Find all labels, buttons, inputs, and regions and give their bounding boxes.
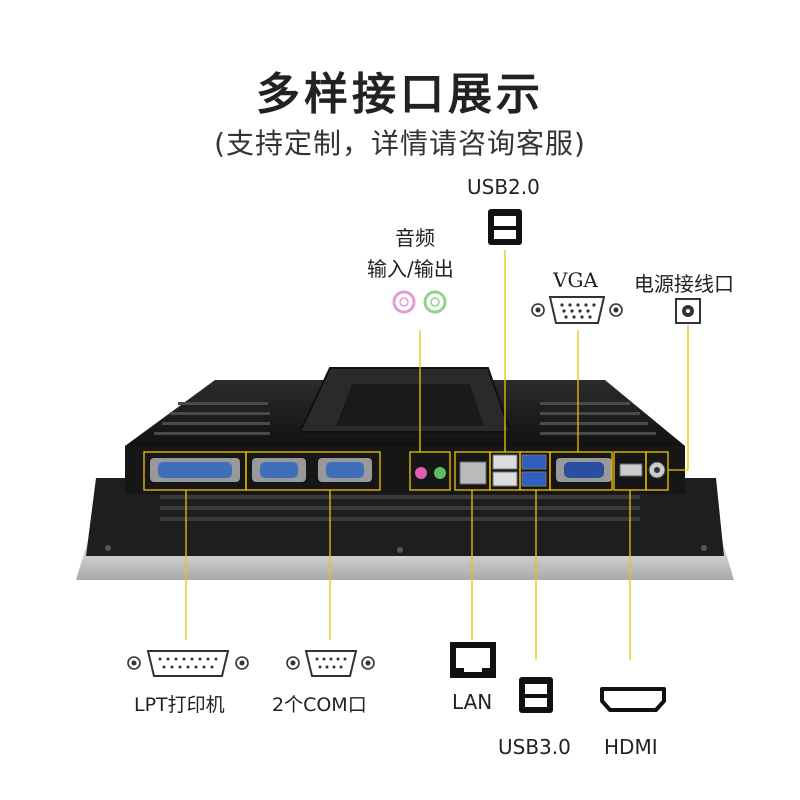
audio-jack-icons: [392, 290, 447, 314]
screw-icon: [105, 545, 111, 551]
usb20-label: USB2.0: [467, 175, 540, 199]
lpt-label: LPT打印机: [134, 694, 225, 716]
audio-out-port: [434, 467, 446, 479]
com-label: 2个COM口: [272, 694, 367, 716]
com-icon: [286, 650, 375, 677]
audio-label-line2: 输入/输出: [367, 257, 454, 281]
usb30-label: USB3.0: [498, 735, 571, 759]
audio-in-port: [415, 467, 427, 479]
vga-icon: [531, 296, 623, 324]
usb30-icon: [519, 677, 553, 713]
hdmi-label: HDMI: [604, 735, 658, 759]
usb20-icon: [488, 209, 522, 245]
vga-port: [556, 458, 612, 482]
lower-vents: [160, 495, 640, 521]
vesa-plate: [336, 384, 484, 426]
lan-icon: [450, 642, 496, 678]
usb30-ports: [521, 454, 547, 487]
audio-label-line1: 音频: [395, 226, 435, 250]
power-jack-icon: [675, 298, 701, 324]
vga-label: VGA: [553, 268, 598, 292]
com-port-1: [252, 458, 306, 482]
lan-label: LAN: [452, 690, 493, 714]
page-subtitle: (支持定制，详情请咨询客服): [214, 127, 586, 160]
leader-lines: [185, 250, 689, 660]
com-port-2: [318, 458, 372, 482]
vent-grid-left: [154, 402, 270, 435]
screw-icon: [701, 545, 707, 551]
lpt-icon: [127, 650, 249, 677]
page-title: 多样接口展示: [256, 69, 544, 120]
lpt-port: [150, 458, 240, 482]
hdmi-icon: [600, 687, 666, 712]
screw-icon: [397, 547, 403, 553]
power-label: 电源接线口: [634, 272, 734, 296]
panel-pc: [76, 367, 734, 580]
vent-grid-right: [540, 402, 656, 435]
usb20-ports: [492, 454, 518, 487]
hdmi-port: [619, 463, 643, 477]
lan-port: [459, 461, 487, 485]
